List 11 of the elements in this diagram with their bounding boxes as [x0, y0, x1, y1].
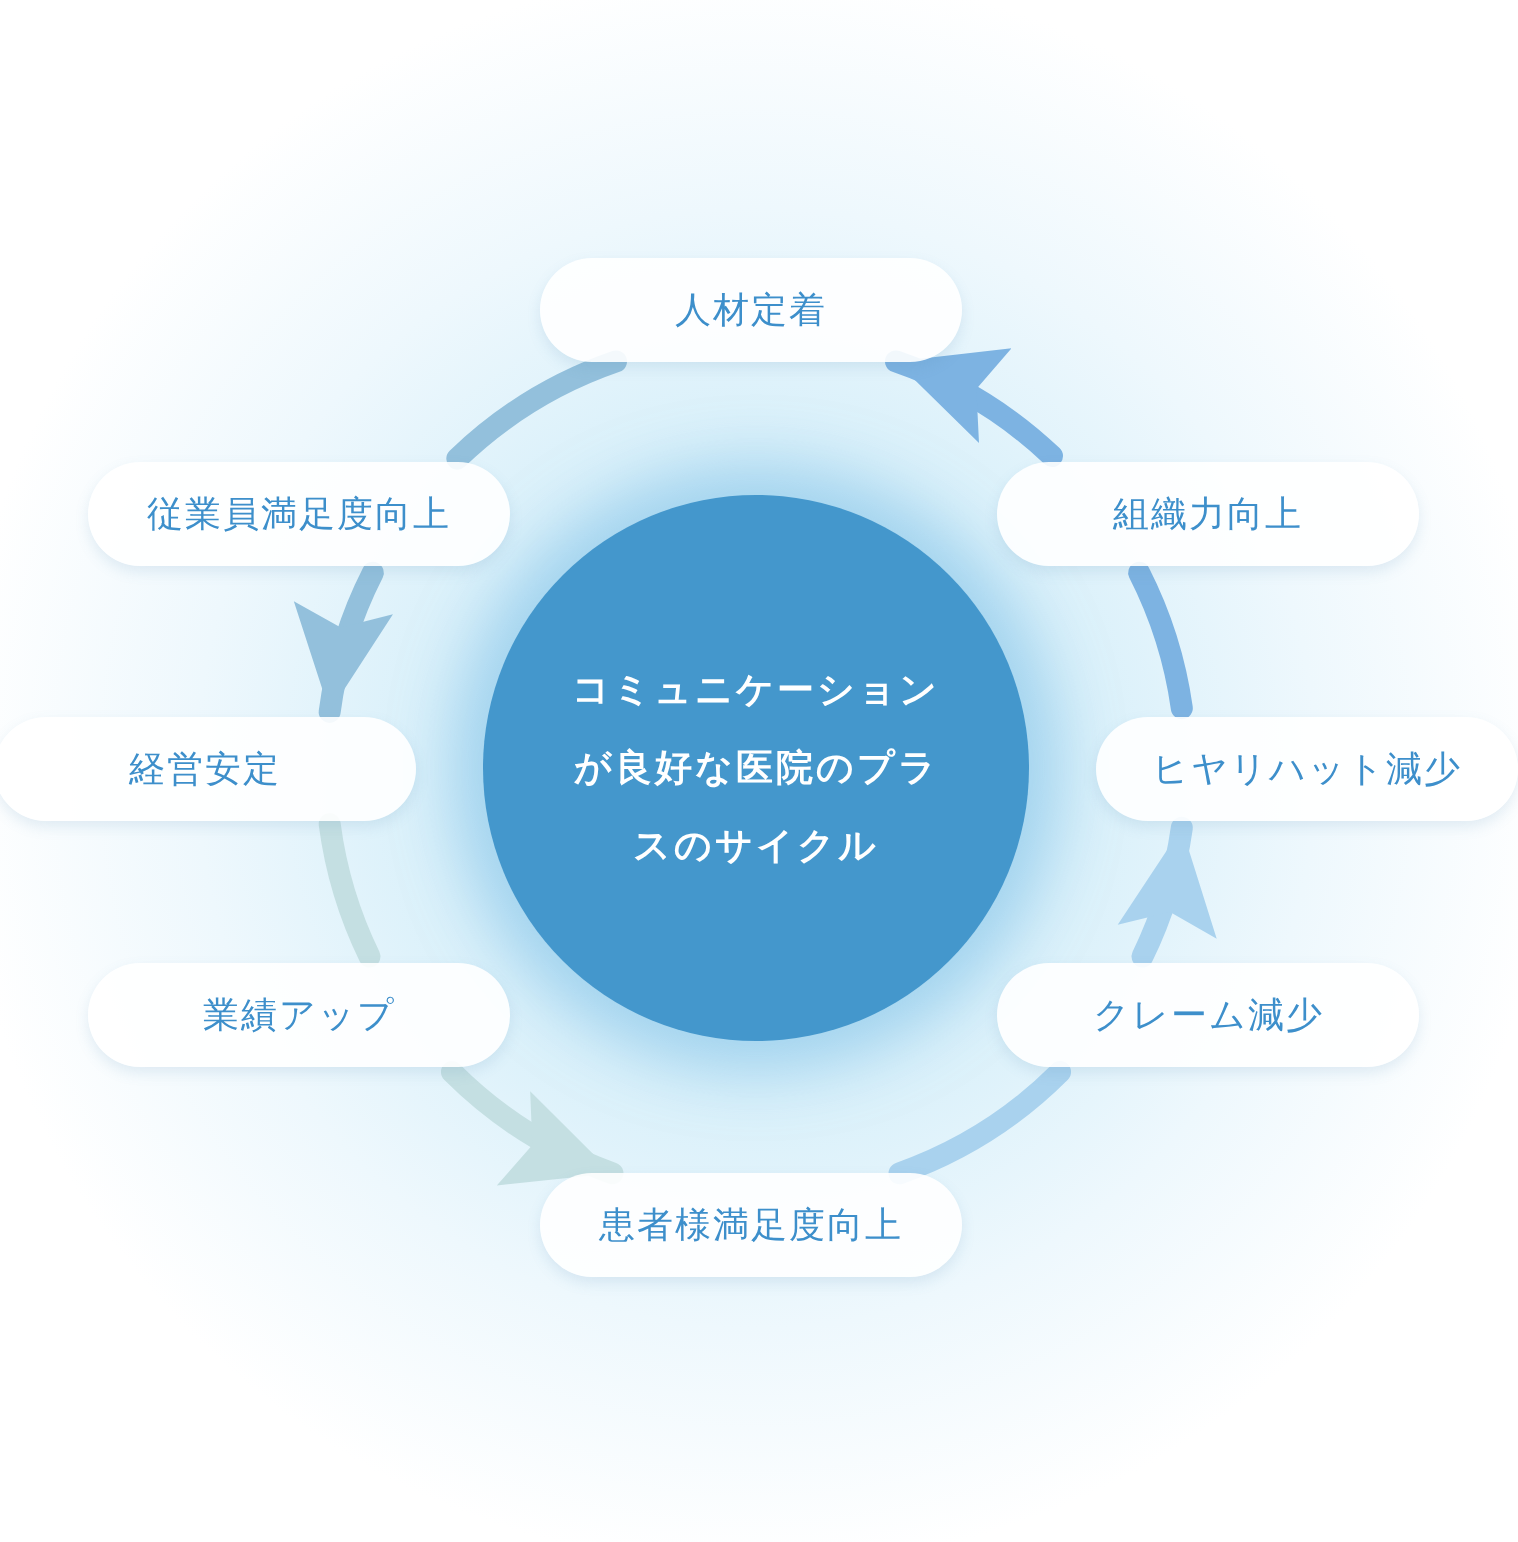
- pill-label: 従業員満足度向上: [147, 491, 451, 536]
- pill-label: 業績アップ: [202, 992, 396, 1037]
- pill-label: 組織力向上: [1113, 491, 1303, 536]
- pill-label: クレーム減少: [1092, 992, 1324, 1037]
- pill-label: ヒヤリハット減少: [1152, 746, 1462, 791]
- center-title: コミュニケーションが良好な医院のプラスのサイクル: [571, 667, 941, 869]
- pill-label: 人材定着: [675, 287, 827, 332]
- label-pill: [0, 717, 416, 821]
- label-pill: [1096, 717, 1518, 821]
- pill-label: 患者様満足度向上: [599, 1202, 903, 1247]
- pill-label: 経営安定: [129, 746, 281, 791]
